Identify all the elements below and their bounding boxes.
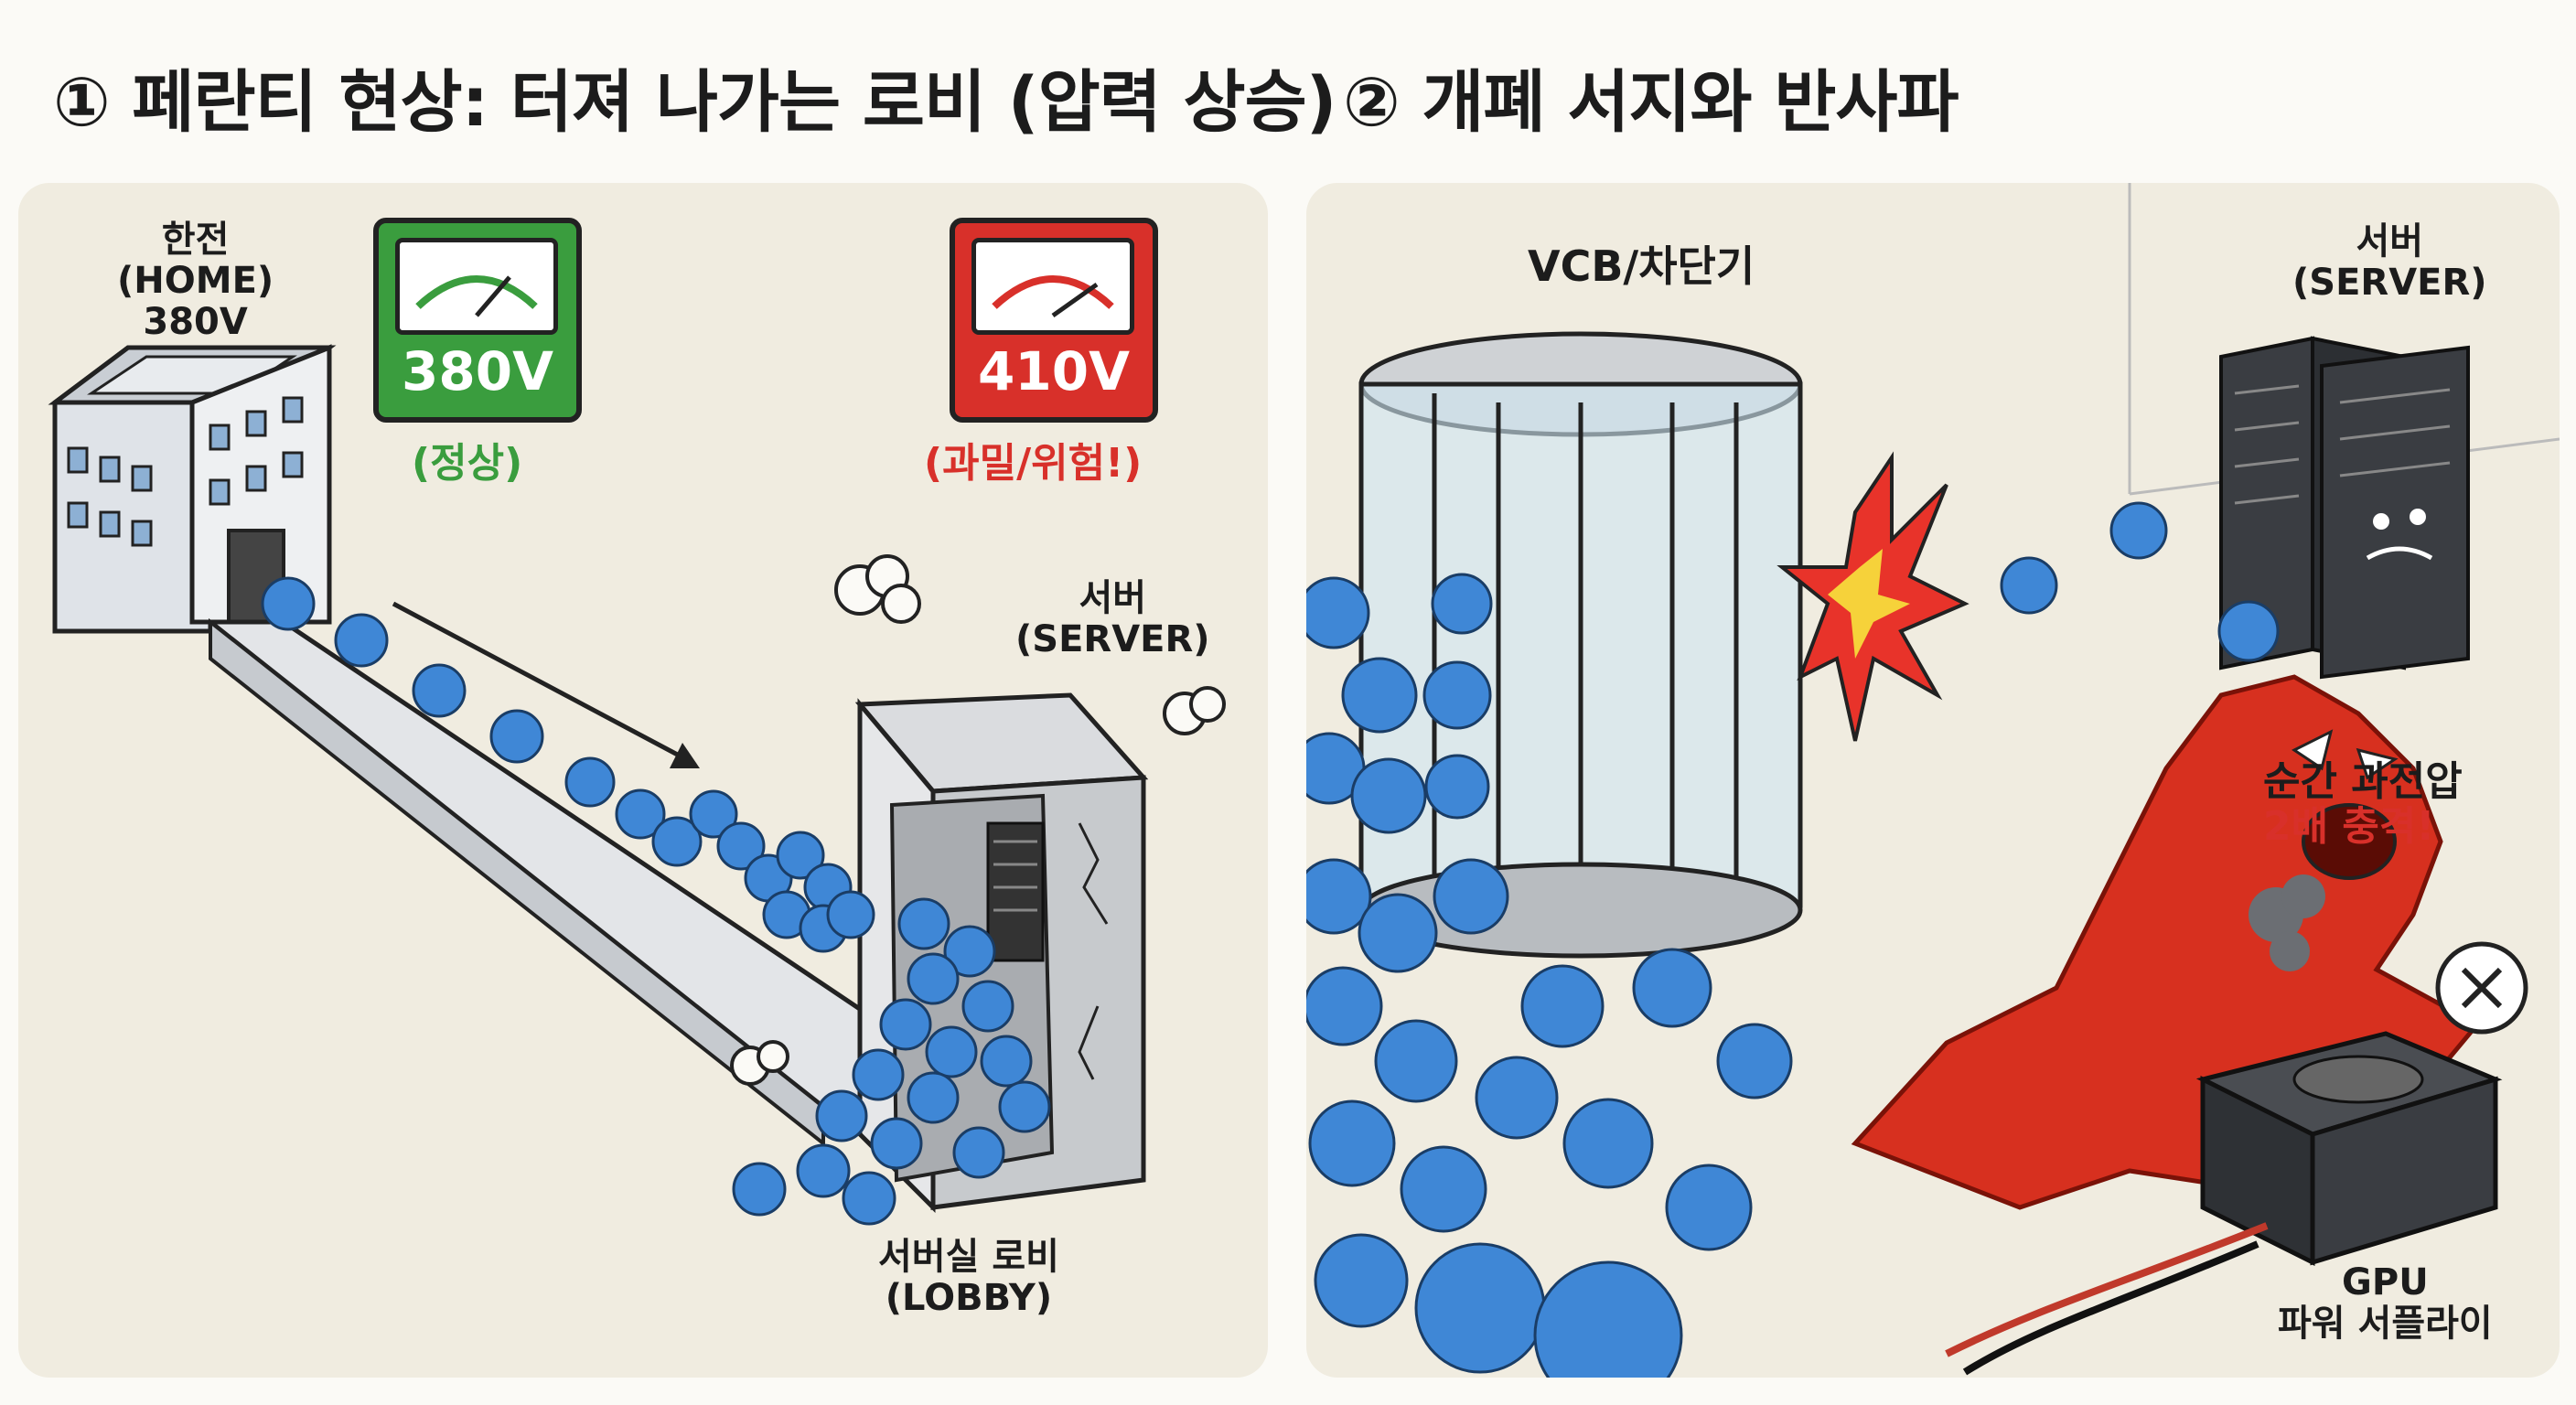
crowd-figures bbox=[261, 576, 1051, 1226]
building-icon bbox=[48, 344, 337, 634]
normal-status-label: (정상) bbox=[412, 440, 523, 487]
smoke-icon bbox=[2249, 874, 2325, 971]
ferranti-panel: 한전 (HOME) 380V 380V (정상) 410V (과밀/위험!) 서… bbox=[18, 183, 1268, 1378]
surge-illustration bbox=[1306, 183, 2560, 1378]
danger-voltage-value: 410V bbox=[978, 340, 1130, 402]
lobby-label: 서버실 로비 (LOBBY) bbox=[878, 1236, 1059, 1319]
smoke-icon bbox=[730, 554, 1226, 1086]
normal-voltage-value: 380V bbox=[402, 340, 553, 402]
gpu-psu-label: GPU 파워 서플라이 bbox=[2278, 1261, 2493, 1345]
server-label: 서버 (SERVER) bbox=[2292, 220, 2487, 304]
voltmeter-danger: 410V bbox=[950, 218, 1158, 423]
voltmeter-icon bbox=[971, 238, 1134, 335]
power-supply-icon bbox=[1945, 1031, 2503, 1376]
home-label: 한전 (HOME) 380V bbox=[117, 219, 274, 343]
voltmeter-normal: 380V bbox=[373, 218, 582, 423]
server-label: 서버 (SERVER) bbox=[1015, 577, 1210, 660]
voltmeter-icon bbox=[395, 238, 558, 335]
danger-status-label: (과밀/위험!) bbox=[924, 440, 1143, 487]
corridor bbox=[203, 617, 899, 1148]
ferranti-illustration bbox=[48, 344, 1226, 1226]
heading-ferranti-effect: ① 페란티 현상: 터져 나가는 로비 (압력 상승) bbox=[53, 63, 1337, 142]
heading-switching-surge: ② 개폐 서지와 반사파 bbox=[1343, 63, 1959, 142]
vcb-label: VCB/차단기 bbox=[1528, 241, 1755, 291]
switching-surge-panel: VCB/차단기 서버 (SERVER) 순간 과전압 2배 충격! GPU 파워… bbox=[1306, 183, 2560, 1378]
revolving-door-icon bbox=[1358, 331, 1803, 959]
server-rack-icon bbox=[2219, 336, 2470, 680]
surge-label: 순간 과전압 2배 충격! bbox=[2263, 758, 2463, 851]
close-x-icon bbox=[2435, 941, 2528, 1035]
crowd-figures bbox=[1306, 501, 2280, 1378]
